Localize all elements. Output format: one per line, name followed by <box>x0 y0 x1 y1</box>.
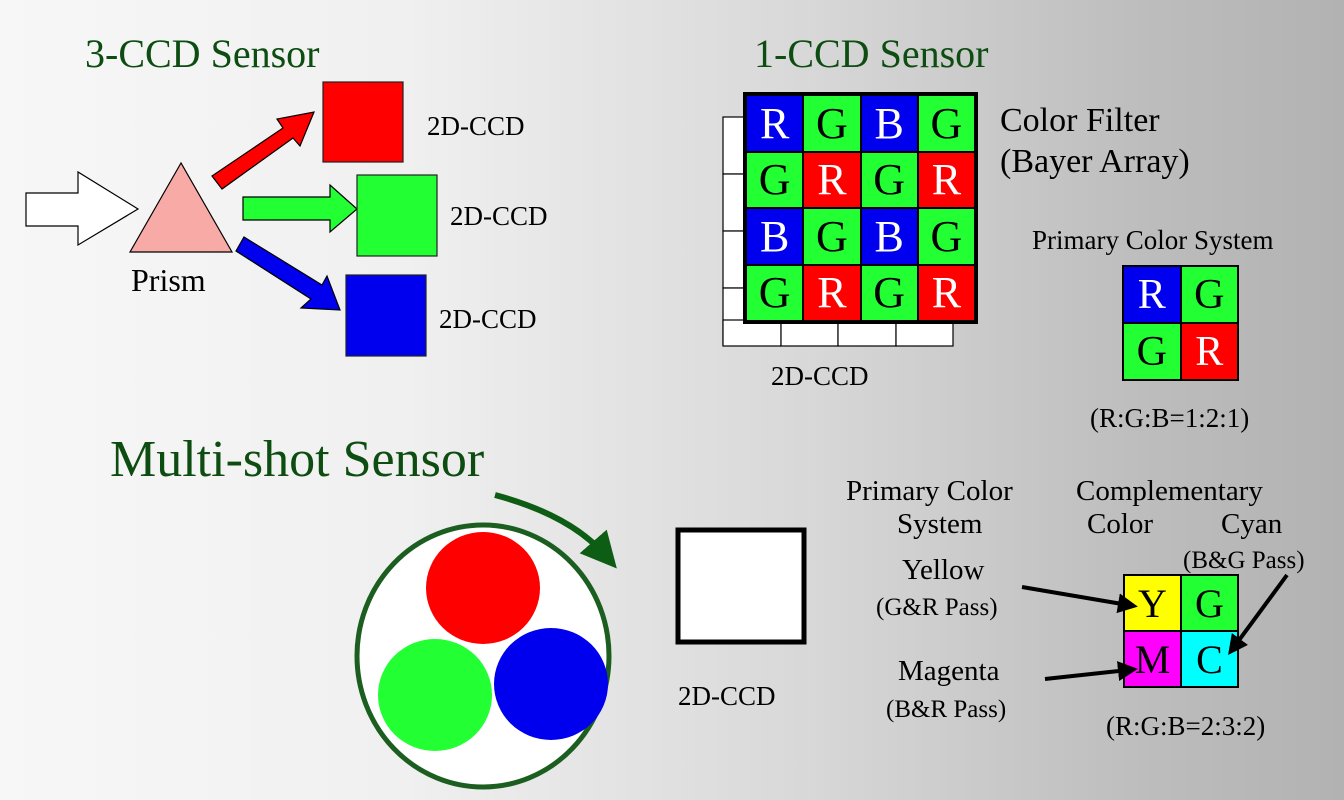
filter-cell-blue: R <box>747 96 803 151</box>
yellow-pass-label: (G&R Pass) <box>876 594 998 621</box>
ccd-pixel <box>837 319 897 347</box>
primary-color-system-title: Primary Color System <box>1032 225 1274 255</box>
filter-cell-blue: R <box>1124 267 1180 322</box>
one-ccd-title: 1-CCD Sensor <box>754 31 989 76</box>
green-beam-arrow <box>242 183 358 234</box>
primary-header-line2: System <box>897 508 983 540</box>
color-filter-label: Color Filter <box>1000 102 1160 139</box>
filter-cell-green: G <box>1124 324 1180 379</box>
yellow-pointer-arrow <box>1021 585 1138 614</box>
green-filter <box>378 639 492 751</box>
complementary-ratio: (R:G:B=2:3:2) <box>1106 711 1266 741</box>
filter-cell-green: G <box>804 96 860 151</box>
prism-label: Prism <box>131 262 206 298</box>
filter-cell-red: R <box>1181 324 1237 379</box>
primary-header-line1: Primary Color <box>846 475 1013 507</box>
filter-cell-red: R <box>804 265 860 320</box>
primary-ratio: (R:G:B=1:2:1) <box>1090 403 1250 433</box>
blue-ccd-sensor <box>345 274 427 357</box>
complementary-header-line1: Complementary <box>1076 475 1263 507</box>
green-ccd-label: 2D-CCD <box>450 201 548 231</box>
light-input-arrow <box>25 170 140 247</box>
one-ccd-sensor-label: 2D-CCD <box>771 361 869 391</box>
red-beam-arrow <box>211 111 315 190</box>
yellow-label: Yellow <box>902 554 985 586</box>
cyan-label: Cyan <box>1221 508 1283 540</box>
cyan-pointer-arrow <box>1228 573 1289 656</box>
multi-shot-ccd <box>675 527 807 645</box>
bayer-array-label: (Bayer Array) <box>1000 143 1190 180</box>
filter-cell-cyan: C <box>1182 632 1237 686</box>
filter-cell-green: G <box>861 265 917 320</box>
red-filter <box>426 532 540 644</box>
red-ccd-label: 2D-CCD <box>427 111 525 141</box>
filter-cell-blue: B <box>861 209 917 264</box>
filter-cell-red: R <box>918 152 974 207</box>
three-ccd-title: 3-CCD Sensor <box>85 31 320 76</box>
filter-cell-green: G <box>1182 576 1237 630</box>
green-ccd-sensor <box>356 174 438 257</box>
filter-cell-green: G <box>918 96 974 151</box>
filter-cell-red: R <box>918 265 974 320</box>
filter-cell-green: G <box>747 265 803 320</box>
magenta-label: Magenta <box>898 655 1000 687</box>
blue-beam-arrow <box>235 236 341 311</box>
prism-icon <box>128 161 234 253</box>
multi-shot-ccd-label: 2D-CCD <box>678 681 776 711</box>
filter-cell-blue: B <box>861 96 917 151</box>
filter-cell-red: R <box>804 152 860 207</box>
ccd-pixel <box>895 319 954 347</box>
multi-shot-title: Multi-shot Sensor <box>110 431 485 488</box>
ccd-pixel <box>722 319 782 347</box>
rotation-arrow <box>494 492 617 569</box>
magenta-pass-label: (B&R Pass) <box>886 696 1007 723</box>
magenta-pointer-arrow <box>1044 661 1138 682</box>
filter-cell-green: G <box>861 152 917 207</box>
filter-cell-green: G <box>804 209 860 264</box>
cyan-pass-label: (B&G Pass) <box>1183 547 1305 574</box>
complementary-header-line2: Color <box>1087 508 1154 540</box>
filter-cell-green: G <box>918 209 974 264</box>
blue-ccd-label: 2D-CCD <box>439 304 537 334</box>
filter-cell-blue: B <box>747 209 803 264</box>
filter-cell-green: G <box>1181 267 1237 322</box>
red-ccd-sensor <box>322 81 404 163</box>
filter-cell-green: G <box>747 152 803 207</box>
blue-filter <box>494 628 608 740</box>
